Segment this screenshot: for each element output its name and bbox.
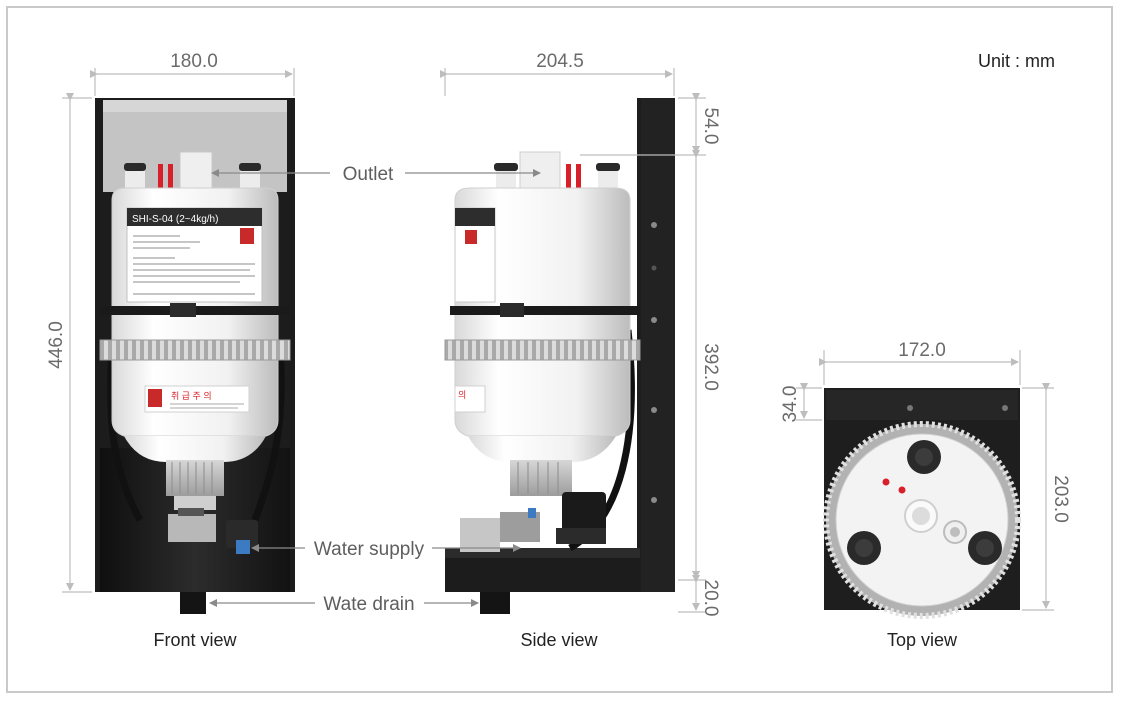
callout-wate-drain: Wate drain [323, 594, 414, 615]
side-view-drawing: 의 [444, 98, 675, 614]
dim-front-height-label: 446.0 [46, 321, 67, 369]
front-view-caption: Front view [153, 630, 237, 650]
dim-front-width [90, 68, 295, 96]
dim-top-depth-label: 203.0 [1050, 475, 1071, 523]
top-view-drawing [823, 388, 1021, 619]
top-view-caption: Top view [887, 630, 958, 650]
dim-top-depth [1022, 383, 1054, 611]
side-view-caption: Side view [520, 630, 598, 650]
dim-top-upper [796, 383, 822, 421]
callout-outlet: Outlet [343, 164, 394, 185]
dim-side-top-label: 54.0 [700, 108, 721, 145]
side-caution-label: 의 [458, 390, 466, 400]
dim-top-width [819, 350, 1021, 385]
dim-top-width-label: 172.0 [898, 340, 946, 361]
dim-side-bottom-label: 20.0 [700, 580, 721, 617]
dim-top-upper-label: 34.0 [780, 386, 801, 423]
unit-label: Unit : mm [978, 51, 1055, 71]
callout-leaders [209, 169, 541, 607]
dim-side-width [440, 68, 675, 96]
dim-side-vertical [580, 93, 706, 613]
front-caution-label: 취 급 주 의 [171, 391, 212, 401]
dim-front-height [62, 93, 92, 593]
dim-side-middle-label: 392.0 [700, 343, 721, 391]
front-label-model: SHI-S-04 (2~4kg/h) [132, 214, 218, 225]
dim-front-width-label: 180.0 [170, 51, 218, 72]
callout-water-supply: Water supply [314, 539, 425, 560]
front-view-drawing: SHI-S-04 (2~4kg/h) 취 급 주 의 [95, 98, 295, 614]
dim-side-width-label: 204.5 [536, 51, 584, 72]
